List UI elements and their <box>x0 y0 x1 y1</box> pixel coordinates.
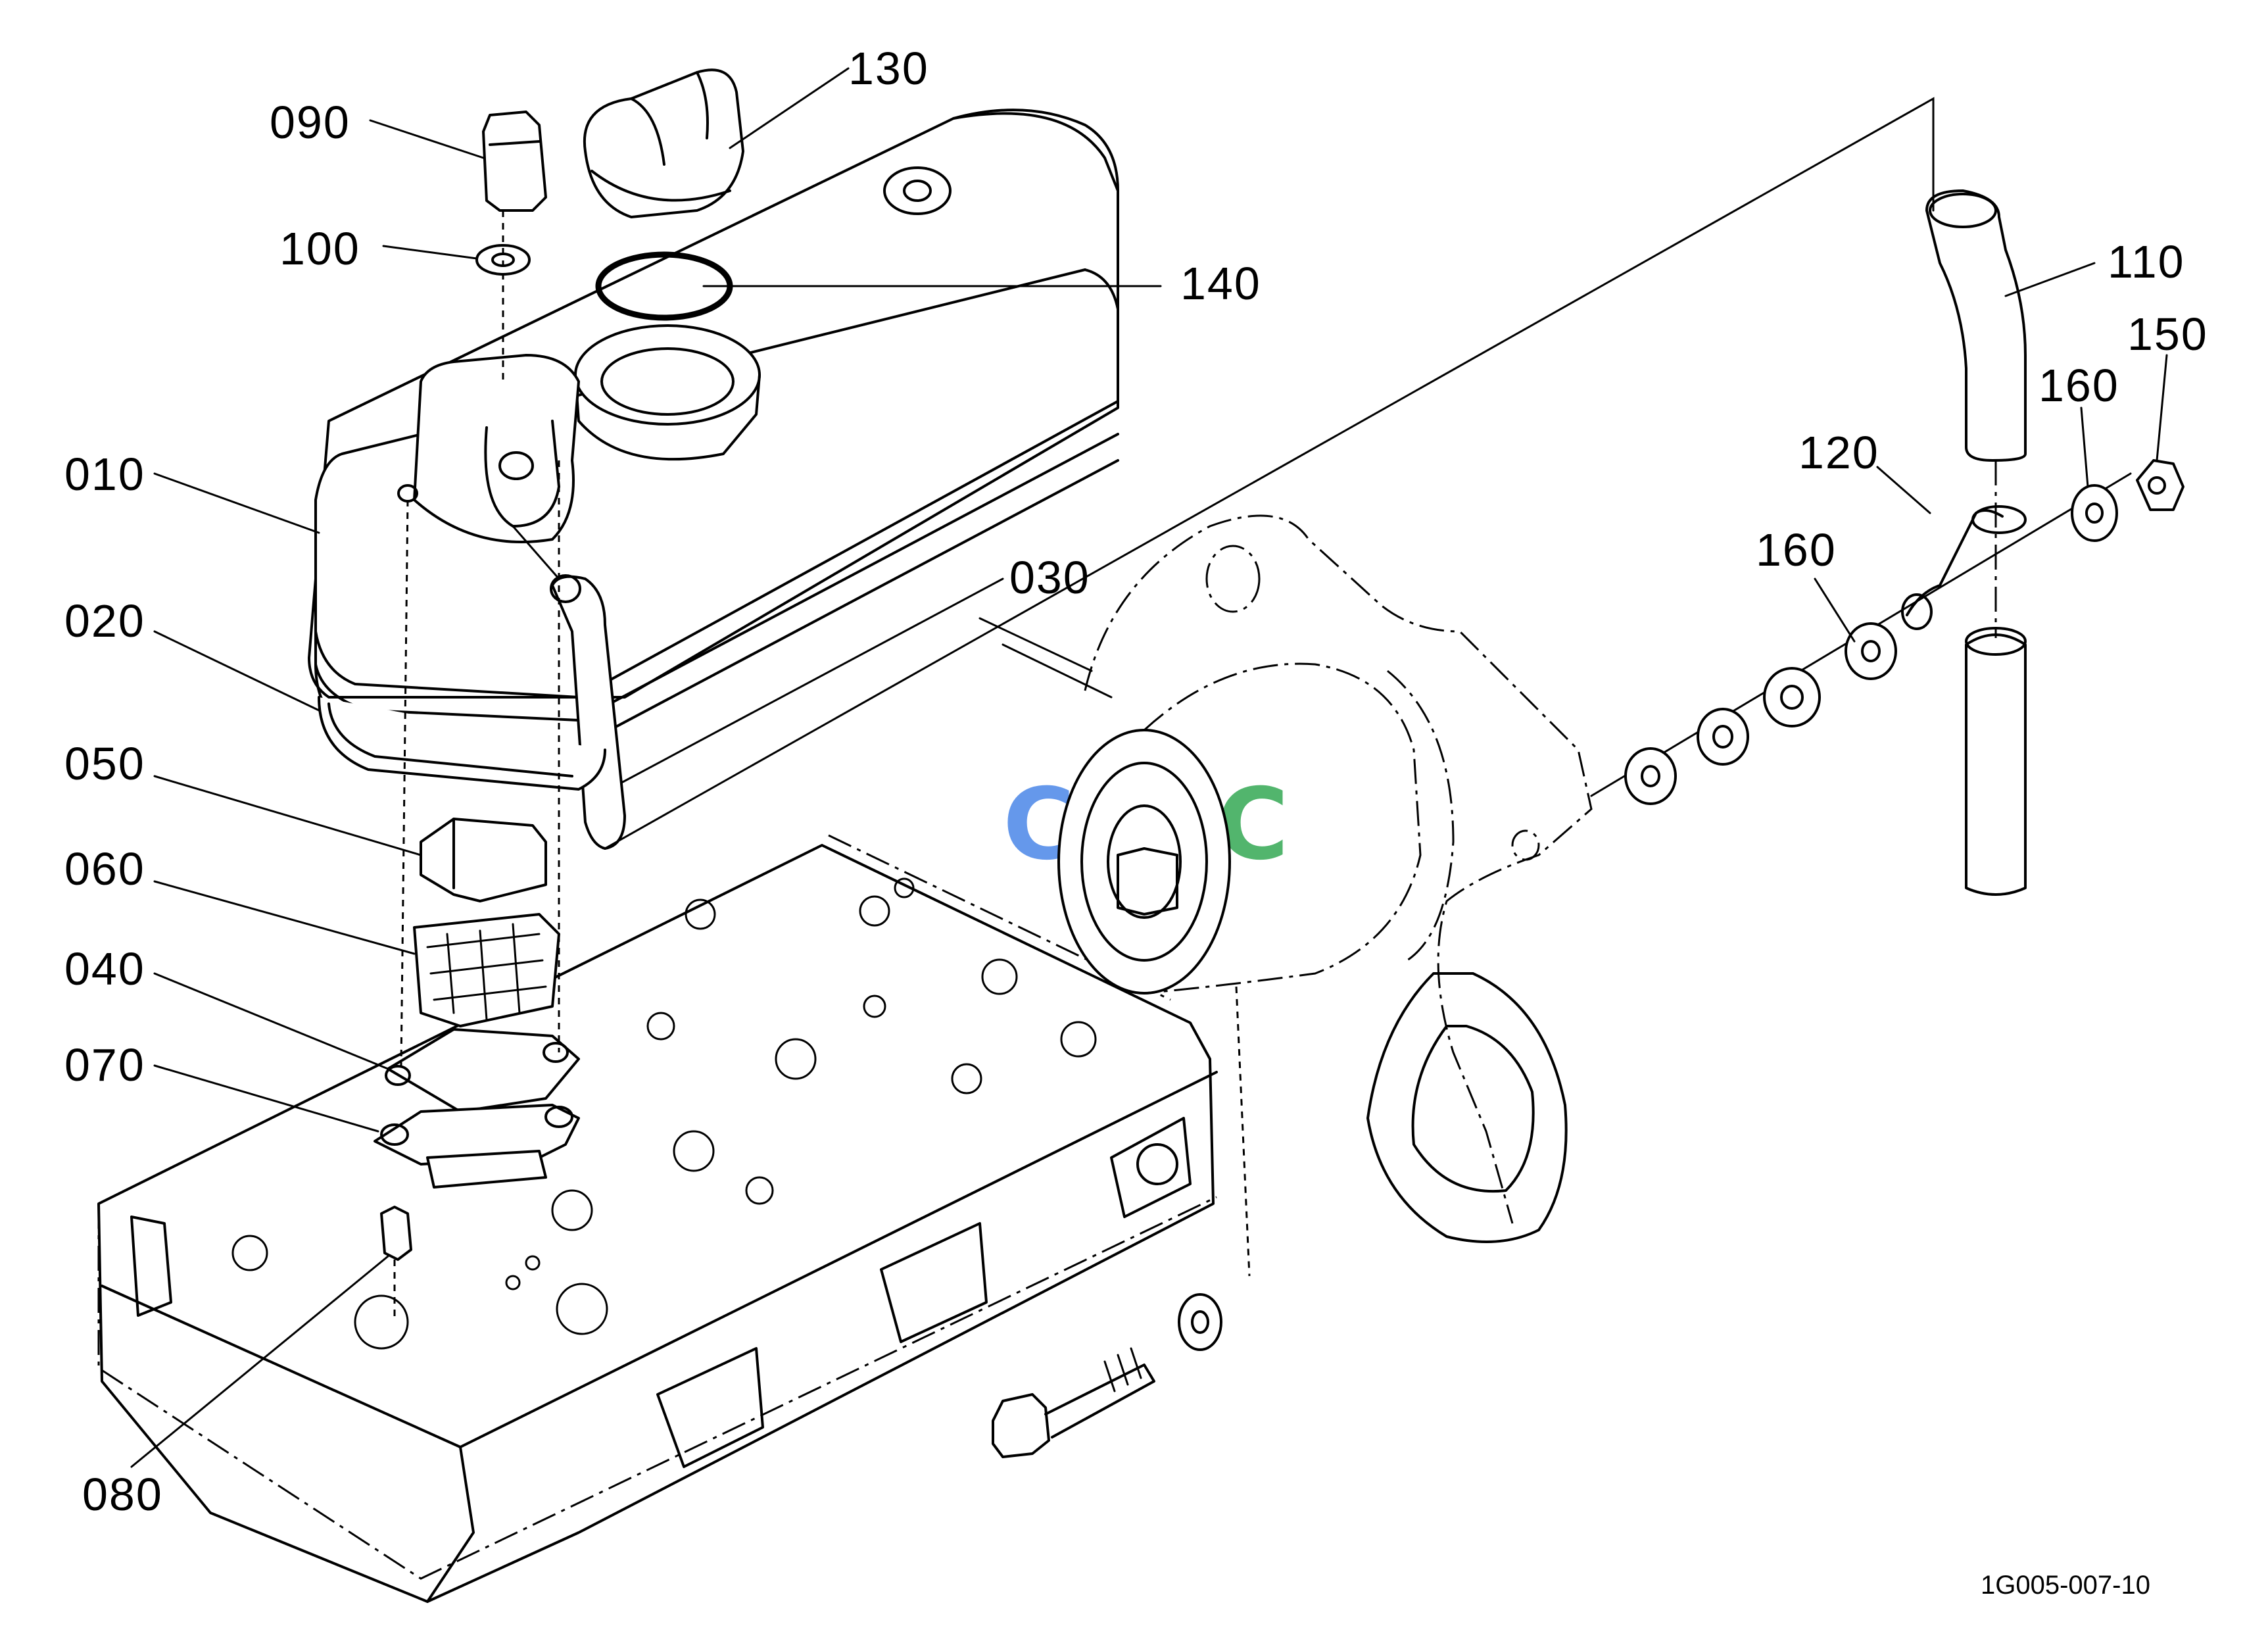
leader-lines <box>130 67 2168 1468</box>
cap-nut-drawing <box>475 111 547 276</box>
rocker-cover-drawing <box>308 109 1119 850</box>
callout-090: 090 <box>270 97 350 148</box>
callout-070: 070 <box>64 1039 145 1091</box>
breather-hose-drawing <box>1925 189 2027 896</box>
callout-080: 080 <box>82 1469 163 1520</box>
gasket-020-drawing <box>318 696 606 791</box>
callout-060: 060 <box>64 843 145 895</box>
callout-020: 020 <box>64 595 145 647</box>
callout-050: 050 <box>64 738 145 789</box>
callout-100: 100 <box>279 223 360 274</box>
callout-110: 110 <box>2108 236 2185 287</box>
alternator-drawing <box>1057 514 1593 1277</box>
callout-130: 130 <box>848 43 929 94</box>
callout-120: 120 <box>1798 427 1879 478</box>
callout-140: 140 <box>1180 258 1261 309</box>
oil-filler-cap-drawing <box>583 68 744 321</box>
callout-160-upper: 160 <box>2039 360 2119 411</box>
callout-030: 030 <box>1009 552 1090 603</box>
cylinder-head-drawing <box>97 834 1218 1603</box>
bracket-bolt-drawing <box>992 1293 1222 1458</box>
callout-labels: 090 130 100 140 110 150 160 120 010 160 … <box>64 43 2208 1520</box>
breather-element-drawing <box>374 818 580 1322</box>
callout-040: 040 <box>64 943 145 995</box>
figure-id: 1G005-007-10 <box>1981 1571 2150 1600</box>
callout-150: 150 <box>2127 308 2208 360</box>
mounting-hardware-drawing <box>1590 459 2184 805</box>
callout-010: 010 <box>64 449 145 500</box>
callout-160-lower: 160 <box>1756 524 1837 576</box>
